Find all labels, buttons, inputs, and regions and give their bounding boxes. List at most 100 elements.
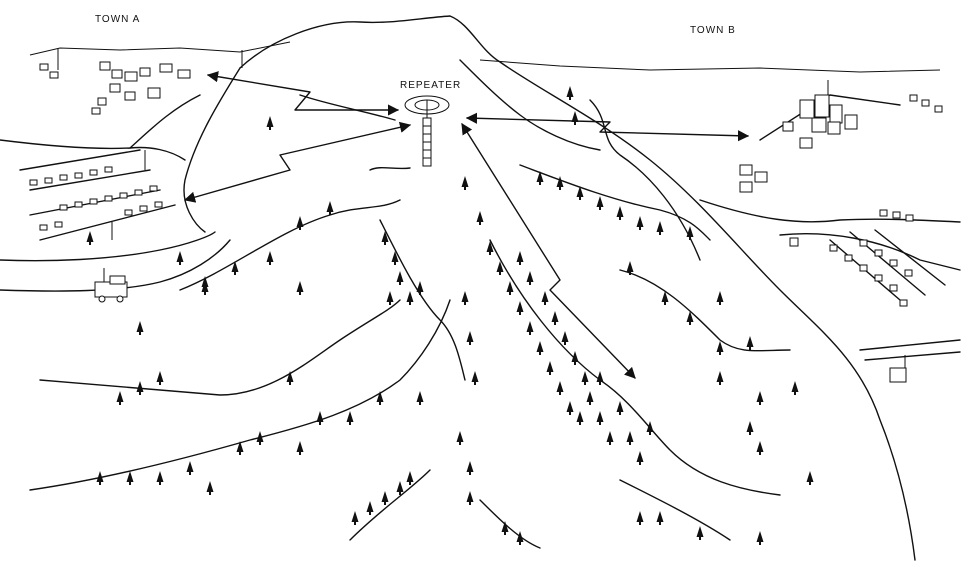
field-line-1 bbox=[19, 149, 141, 171]
horizon-right bbox=[479, 59, 941, 73]
tree-17 bbox=[486, 241, 494, 255]
tree-85 bbox=[396, 481, 404, 495]
tree-90 bbox=[656, 511, 664, 525]
tree-75 bbox=[126, 471, 134, 485]
contour-10 bbox=[479, 499, 541, 549]
field-line-b3 bbox=[874, 229, 946, 286]
tree-43 bbox=[556, 176, 564, 190]
field-line-2 bbox=[29, 169, 151, 191]
tree-16 bbox=[476, 211, 484, 225]
road-town-b-3 bbox=[779, 233, 961, 271]
tree-34 bbox=[596, 371, 604, 385]
tree-48 bbox=[656, 221, 664, 235]
tree-87 bbox=[501, 521, 509, 535]
tree-56 bbox=[756, 391, 764, 405]
tree-59 bbox=[756, 441, 764, 455]
tree-71 bbox=[156, 371, 164, 385]
contour-4 bbox=[379, 219, 466, 381]
tree-44 bbox=[576, 186, 584, 200]
tree-81 bbox=[296, 441, 304, 455]
contour-5 bbox=[519, 164, 711, 241]
tree-62 bbox=[471, 371, 479, 385]
link-arrow-town-a-lower bbox=[183, 121, 412, 203]
tree-27 bbox=[586, 391, 594, 405]
contour-7 bbox=[489, 239, 781, 496]
tree-39 bbox=[561, 331, 569, 345]
tree-28 bbox=[596, 411, 604, 425]
tree-86 bbox=[406, 471, 414, 485]
tree-31 bbox=[626, 431, 634, 445]
tree-49 bbox=[686, 226, 694, 240]
tree-66 bbox=[416, 391, 424, 405]
contour-6 bbox=[619, 269, 791, 352]
tree-73 bbox=[116, 391, 124, 405]
contour-2 bbox=[39, 299, 401, 396]
contour-11 bbox=[369, 166, 411, 171]
repeater-tower bbox=[404, 95, 450, 167]
repeater-label: REPEATER bbox=[400, 80, 462, 91]
tree-69 bbox=[316, 411, 324, 425]
tree-82 bbox=[351, 511, 359, 525]
contour-3 bbox=[29, 299, 451, 491]
road-lower-1 bbox=[0, 231, 216, 262]
tree-96 bbox=[176, 251, 184, 265]
tree-25 bbox=[566, 401, 574, 415]
tree-41 bbox=[581, 371, 589, 385]
tree-38 bbox=[551, 311, 559, 325]
tree-20 bbox=[516, 301, 524, 315]
tree-93 bbox=[716, 291, 724, 305]
tree-65 bbox=[466, 491, 474, 505]
tree-15 bbox=[386, 291, 394, 305]
tree-42 bbox=[536, 171, 544, 185]
tree-32 bbox=[636, 451, 644, 465]
tree-64 bbox=[466, 461, 474, 475]
tree-14 bbox=[416, 281, 424, 295]
ridge-3 bbox=[589, 99, 701, 261]
tree-55 bbox=[716, 371, 724, 385]
tree-76 bbox=[156, 471, 164, 485]
road-town-a bbox=[129, 94, 201, 149]
link-arrow-town-b bbox=[465, 112, 750, 142]
tree-53 bbox=[716, 341, 724, 355]
ridge-1 bbox=[299, 94, 396, 121]
tree-8 bbox=[296, 281, 304, 295]
tree-78 bbox=[206, 481, 214, 495]
tree-74 bbox=[96, 471, 104, 485]
tree-79 bbox=[236, 441, 244, 455]
contour-8 bbox=[619, 479, 731, 541]
tree-97 bbox=[136, 321, 144, 335]
tree-40 bbox=[571, 351, 579, 365]
tree-57 bbox=[791, 381, 799, 395]
tree-0 bbox=[266, 116, 274, 130]
tree-6 bbox=[231, 261, 239, 275]
tree-54 bbox=[746, 336, 754, 350]
tree-67 bbox=[376, 391, 384, 405]
town-a-houses bbox=[29, 150, 163, 240]
tree-89 bbox=[636, 511, 644, 525]
town-b-label: TOWN B bbox=[690, 25, 736, 36]
tree-36 bbox=[526, 271, 534, 285]
road-town-b-2 bbox=[699, 199, 961, 223]
tree-13 bbox=[406, 291, 414, 305]
town-b-buildings bbox=[739, 80, 858, 193]
tree-95 bbox=[201, 276, 209, 290]
contour-9 bbox=[349, 469, 431, 541]
tree-92 bbox=[756, 531, 764, 545]
mountain-outline bbox=[239, 15, 916, 561]
tree-37 bbox=[541, 291, 549, 305]
tree-51 bbox=[661, 291, 669, 305]
tree-72 bbox=[136, 381, 144, 395]
tree-3 bbox=[461, 176, 469, 190]
tree-1 bbox=[566, 86, 574, 100]
tree-61 bbox=[466, 331, 474, 345]
tree-18 bbox=[496, 261, 504, 275]
tree-4 bbox=[296, 216, 304, 230]
road-right-2 bbox=[864, 351, 961, 361]
tree-63 bbox=[456, 431, 464, 445]
mountain-left-slope bbox=[183, 67, 241, 233]
field-line-4 bbox=[39, 204, 176, 241]
tree-9 bbox=[326, 201, 334, 215]
road-upper bbox=[0, 139, 186, 161]
tree-77 bbox=[186, 461, 194, 475]
